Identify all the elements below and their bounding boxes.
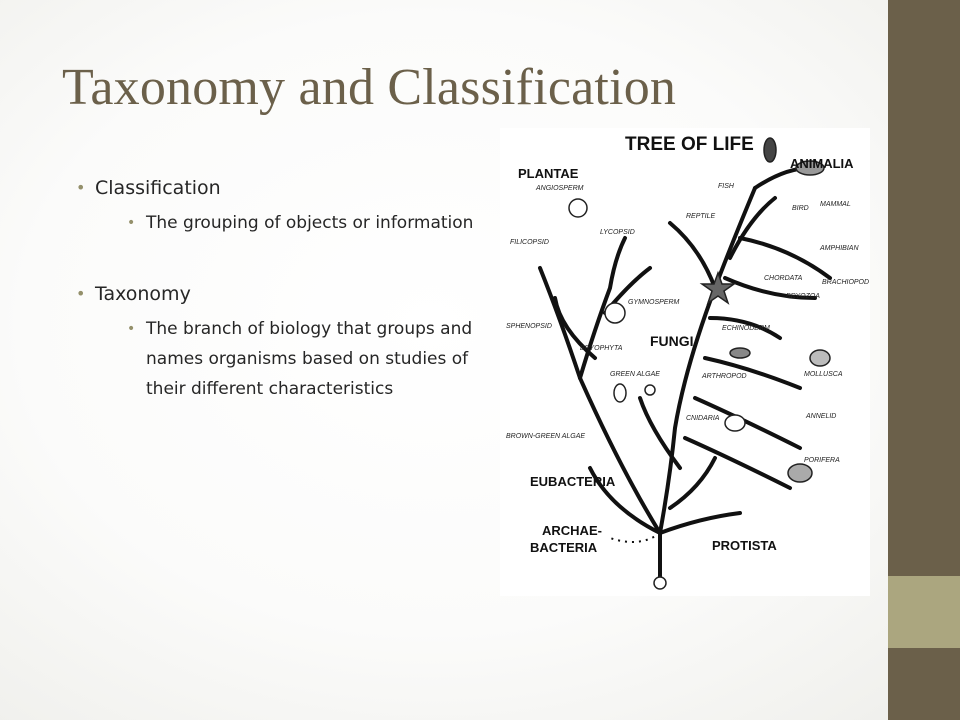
tree-of-life-diagram: TREE OF LIFE PLANTAE ANIMALIA FUNGI EUBA… <box>506 134 869 590</box>
label-brachiopod: BRACHIOPOD <box>822 279 869 286</box>
slide-title: Taxonomy and Classification <box>62 59 677 116</box>
bullet-classification: Classification The grouping of objects o… <box>76 172 506 238</box>
label-green-algae: GREEN ALGAE <box>610 371 660 378</box>
group-archaebacteria-2: BACTERIA <box>530 540 598 555</box>
label-gymnosperm: GYMNOSPERM <box>628 299 680 306</box>
label-porifera: PORIFERA <box>804 457 840 464</box>
sub-bullet-taxonomy-definition: The branch of biology that groups and na… <box>127 314 506 404</box>
group-protista: PROTISTA <box>712 538 777 553</box>
label-bird: BIRD <box>792 205 809 212</box>
tree-of-life-figure: TREE OF LIFE PLANTAE ANIMALIA FUNGI EUBA… <box>500 128 870 596</box>
label-cnidaria: CNIDARIA <box>686 415 720 422</box>
bullet-list: Classification The grouping of objects o… <box>76 172 506 404</box>
label-echinoderm: ECHINODERM <box>722 325 770 332</box>
label-mollusca: MOLLUSCA <box>804 371 843 378</box>
label-bryophyta: BRYOPHYTA <box>580 345 623 352</box>
group-eubacteria: EUBACTERIA <box>530 474 616 489</box>
label-arthropod: ARTHROPOD <box>701 373 747 380</box>
label-filicopsid: FILICOPSID <box>510 239 549 246</box>
label-sphenopsid: SPHENOPSID <box>506 323 552 330</box>
label-brown-green-algae: BROWN-GREEN ALGAE <box>506 433 585 440</box>
label-fish: FISH <box>718 183 735 190</box>
bullet-label: Taxonomy <box>95 283 191 305</box>
label-chordata: CHORDATA <box>764 275 803 282</box>
label-lycopsid: LYCOPSID <box>600 229 635 236</box>
figure-title: TREE OF LIFE <box>625 134 754 155</box>
label-bryozoa: BRYOZOA <box>786 293 820 300</box>
bullet-label: Classification <box>95 177 221 199</box>
label-annelid: ANNELID <box>805 413 836 420</box>
group-archaebacteria-1: ARCHAE- <box>542 523 602 538</box>
sub-bullet-list: The branch of biology that groups and na… <box>95 314 506 404</box>
label-reptile: REPTILE <box>686 213 716 220</box>
label-angiosperm: ANGIOSPERM <box>535 185 584 192</box>
sub-bullet-classification-definition: The grouping of objects or information <box>127 208 506 238</box>
group-animalia: ANIMALIA <box>790 156 854 171</box>
bullet-taxonomy: Taxonomy The branch of biology that grou… <box>76 278 506 404</box>
group-plantae: PLANTAE <box>518 166 579 181</box>
sub-bullet-list: The grouping of objects or information <box>95 208 506 238</box>
group-fungi: FUNGI <box>650 333 694 349</box>
side-accent-block <box>888 576 960 648</box>
label-amphibian: AMPHIBIAN <box>819 245 859 252</box>
label-mammal: MAMMAL <box>820 201 851 208</box>
